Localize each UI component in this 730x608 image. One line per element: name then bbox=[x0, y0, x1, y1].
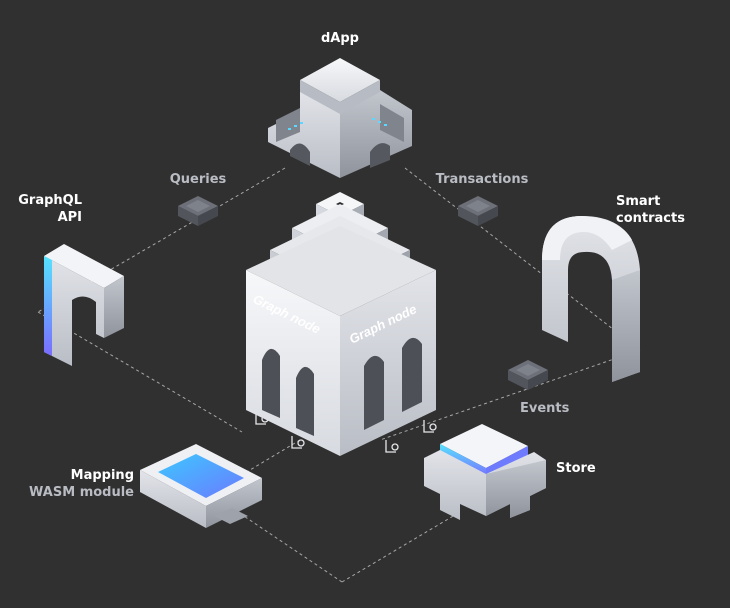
queries-label: Queries bbox=[169, 172, 227, 187]
graphql-api-block bbox=[44, 244, 124, 366]
store-block bbox=[424, 424, 546, 520]
events-label: Events bbox=[520, 401, 570, 416]
mini-cube-icon bbox=[178, 196, 218, 226]
mapping-line2: WASM module bbox=[29, 485, 134, 500]
mini-cube-icon bbox=[508, 360, 548, 390]
graphql-api-line1: GraphQL bbox=[18, 193, 82, 208]
smart-contracts-label: Smart contracts bbox=[616, 193, 696, 227]
store-label: Store bbox=[556, 461, 596, 476]
transactions-label: Transactions bbox=[435, 172, 529, 187]
mapping-line1: Mapping bbox=[70, 468, 134, 483]
line-bottom-right bbox=[341, 511, 461, 583]
mapping-wasm-block bbox=[140, 444, 262, 528]
dapp-block bbox=[268, 58, 412, 178]
graphql-api-label: GraphQL API bbox=[16, 192, 82, 226]
mapping-wasm-label: Mapping WASM module bbox=[20, 467, 134, 501]
mini-cube-icon bbox=[458, 196, 498, 226]
graphql-api-line2: API bbox=[57, 210, 82, 225]
smart-contracts-block bbox=[542, 216, 640, 382]
smart-contracts-line1: Smart bbox=[616, 194, 661, 209]
line-events bbox=[379, 349, 641, 441]
graph-node-tower bbox=[246, 192, 436, 456]
dapp-port-lights bbox=[288, 118, 387, 130]
dapp-label: dApp bbox=[321, 31, 359, 46]
smart-contracts-line2: contracts bbox=[616, 211, 685, 226]
line-transactions bbox=[404, 167, 641, 351]
